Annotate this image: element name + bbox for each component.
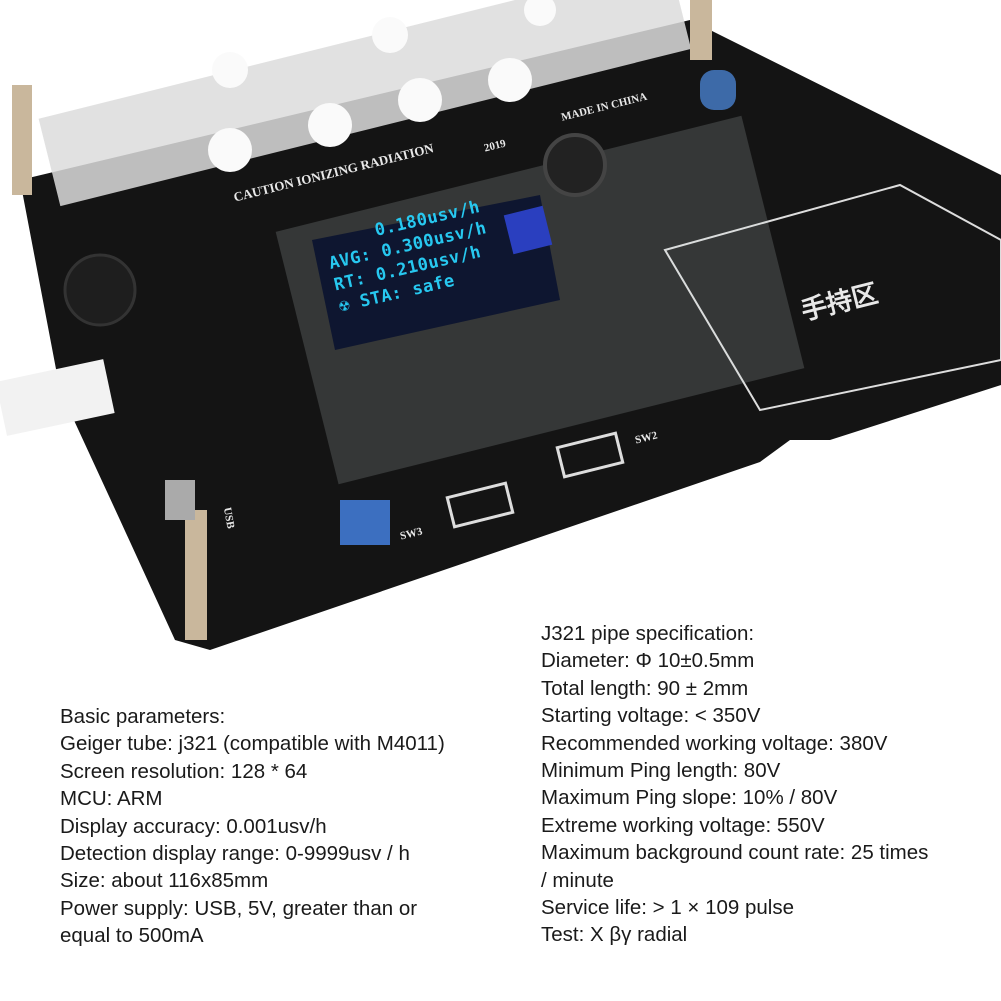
pipe-spec-line: / minute (541, 868, 614, 892)
basic-parameters: Basic parameters: Geiger tube: j321 (com… (60, 703, 445, 950)
pipe-spec-line: Recommended working voltage: 380V (541, 731, 888, 755)
basic-param-line: Size: about 116x85mm (60, 869, 269, 893)
usb-cable (0, 359, 115, 436)
product-photo (0, 0, 1001, 650)
acrylic-holes (208, 0, 556, 172)
pipe-spec-line: Extreme working voltage: 550V (541, 813, 825, 837)
basic-param-line: Screen resolution: 128 * 64 (60, 759, 308, 783)
potentiometer (340, 500, 390, 545)
oled-screen (312, 195, 560, 350)
sw3-button (445, 481, 515, 529)
pipe-spec-line: Diameter: Φ 10±0.5mm (541, 649, 755, 673)
oled-ribbon (503, 205, 553, 255)
basic-param-line: Detection display range: 0-9999usv / h (60, 842, 410, 866)
pipe-spec-line: Maximum background count rate: 25 times (541, 841, 929, 865)
pipe-specification-title: J321 pipe specification: (541, 622, 755, 645)
pipe-spec-line: Total length: 90 ± 2mm (541, 676, 749, 700)
basic-param-line: equal to 500mA (60, 924, 204, 948)
capacitor-blue (700, 70, 736, 110)
buzzer (63, 253, 137, 327)
pcb-board (20, 20, 1001, 650)
geiger-tube (38, 0, 692, 207)
basic-param-line: Geiger tube: j321 (compatible with M4011… (60, 732, 445, 756)
pipe-spec-line: Maximum Ping slope: 10% / 80V (541, 786, 838, 810)
basic-param-line: Power supply: USB, 5V, greater than or (60, 896, 418, 920)
standoffs (12, 0, 712, 640)
basic-parameters-title: Basic parameters: (60, 705, 226, 728)
basic-param-line: MCU: ARM (60, 787, 163, 811)
pipe-spec-line: Service life: > 1 × 109 pulse (541, 896, 794, 920)
pipe-spec-line: Test: X βγ radial (541, 923, 688, 947)
handheld-zone-outline (663, 183, 1001, 412)
pipe-spec-line: Starting voltage: < 350V (541, 704, 761, 728)
pipe-specification: J321 pipe specification: Diameter: Φ 10±… (541, 620, 928, 949)
basic-param-line: Display accuracy: 0.001usv/h (60, 814, 327, 838)
pipe-spec-line: Minimum Ping length: 80V (541, 759, 781, 783)
sw2-button (555, 431, 625, 479)
inductor (543, 133, 607, 197)
